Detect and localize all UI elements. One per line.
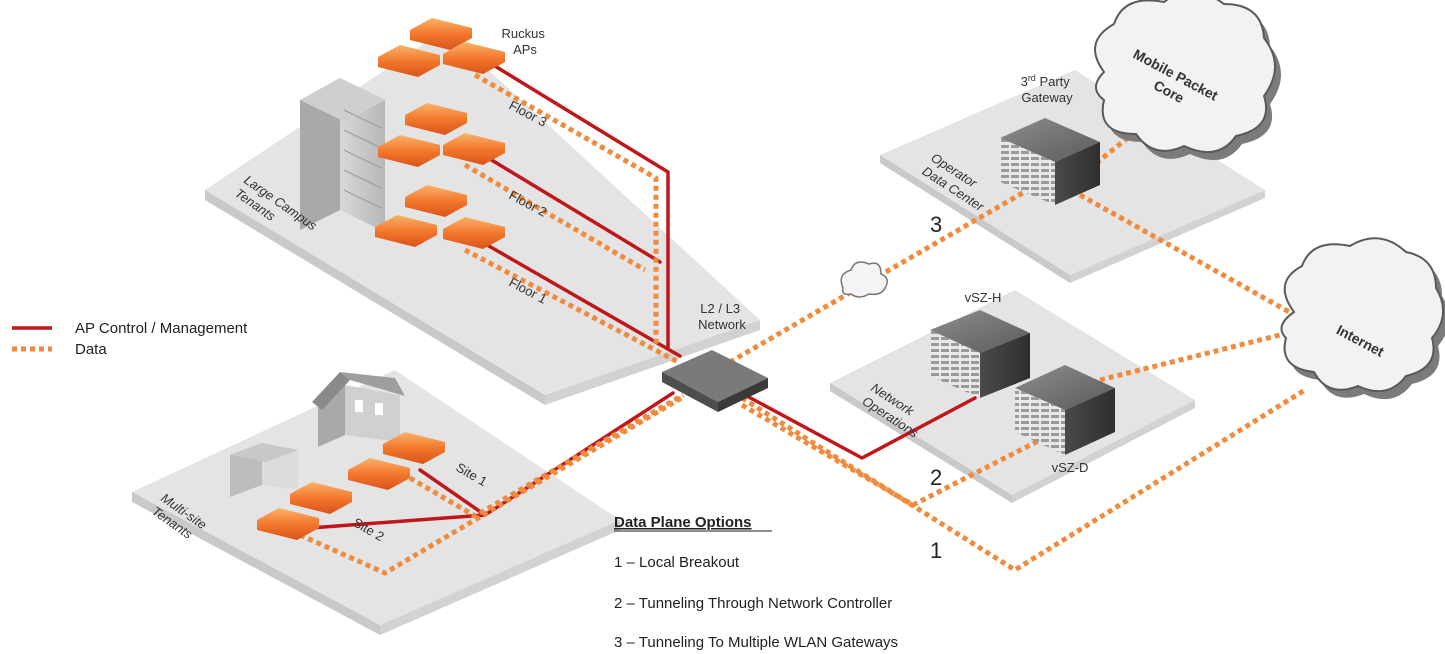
ap-site-2 (348, 458, 410, 490)
ruckus-aps-label: Ruckus APs (502, 26, 549, 57)
multisite-platform (132, 370, 620, 635)
ap-campus-8 (375, 215, 437, 247)
vsz-d-label: vSZ-D (1052, 460, 1089, 475)
internet-cloud (1280, 237, 1445, 400)
campus-building (300, 78, 385, 232)
data-line-floor2 (463, 162, 647, 273)
control-line-floor3 (483, 58, 670, 350)
switch-label: L2 / L3 Network (698, 301, 746, 332)
ap-campus-9 (443, 217, 505, 249)
data-line-site2 (298, 394, 685, 576)
option-item-1: 1 – Local Breakout (614, 554, 740, 571)
path-number-2: 2 (930, 465, 942, 490)
shop-building (230, 443, 298, 497)
path-number-1: 1 (930, 538, 942, 563)
ap-campus-4 (405, 103, 467, 135)
ap-campus-5 (378, 135, 440, 167)
ap-campus-1 (410, 18, 472, 50)
vsz-h-label: vSZ-H (965, 290, 1002, 305)
l2-l3-switch (662, 350, 768, 412)
path-number-3: 3 (930, 212, 942, 237)
data-plane-options: Data Plane Options 1 – Local Breakout 2 … (614, 514, 898, 651)
data-line-to-vszd (740, 402, 1042, 508)
gateway-server (1000, 118, 1100, 205)
data-lines (298, 72, 1307, 576)
control-line-floor1 (473, 236, 682, 358)
options-title: Data Plane Options (614, 514, 752, 531)
access-points (257, 18, 505, 540)
mobile-packet-core-cloud (1094, 0, 1281, 161)
option-item-2: 2 – Tunneling Through Network Controller (614, 595, 892, 612)
ap-site-1 (383, 432, 445, 464)
small-cloud-icon (840, 261, 888, 298)
data-line-floor1 (463, 247, 680, 365)
data-line-to-gateway (728, 177, 1047, 365)
netops-platform (830, 290, 1195, 503)
legend-control-label: AP Control / Management (75, 320, 248, 337)
control-line-site2 (308, 513, 487, 530)
ap-campus-2 (378, 45, 440, 77)
ap-site-4 (257, 508, 319, 540)
data-line-vszh-internet (1099, 327, 1301, 383)
gateway-label: 3rd Party Gateway (1021, 73, 1074, 105)
data-line-gateway-internet (1078, 192, 1302, 321)
control-line-floor2 (473, 148, 662, 264)
ap-campus-3 (443, 42, 505, 74)
vszh-server (930, 310, 1030, 398)
ap-campus-6 (443, 133, 505, 165)
legend-data-label: Data (75, 341, 107, 358)
legend: AP Control / Management Data (12, 320, 248, 358)
ap-campus-7 (405, 185, 467, 217)
data-line-floor3 (473, 72, 659, 345)
option-item-3: 3 – Tunneling To Multiple WLAN Gateways (614, 634, 898, 651)
data-line-local-breakout (740, 387, 1307, 573)
ap-site-3 (290, 482, 352, 514)
house-building (312, 372, 405, 447)
vszd-server (1015, 365, 1115, 455)
campus-platform (205, 30, 760, 405)
control-line-vszh (743, 393, 977, 460)
data-line-gateway-mobile (1073, 118, 1152, 182)
